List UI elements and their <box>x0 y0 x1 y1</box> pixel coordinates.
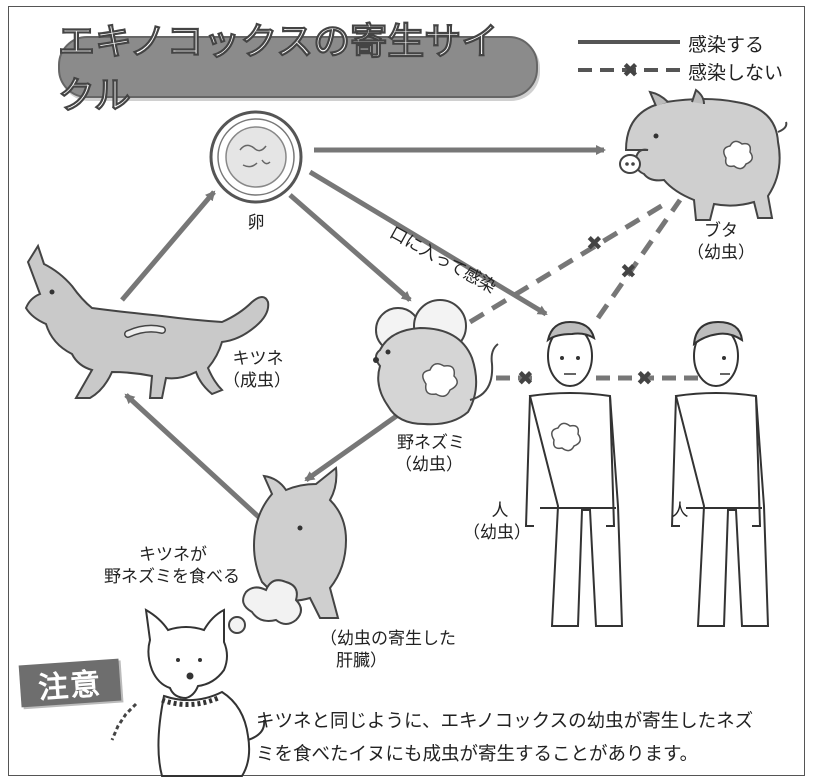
fox-name-label: キツネ <box>232 349 284 369</box>
legend-infect-label: 感染する <box>688 34 765 56</box>
liver-label-line2: 肝臓） <box>336 651 387 671</box>
arrow-foxeating-to-fox <box>124 393 264 522</box>
pig-name-label: ブタ <box>704 221 738 241</box>
note-text: キツネと同じように、エキノコックスの幼虫が寄生したネズ ミを食べたイヌにも成虫が… <box>256 711 754 765</box>
human1-name-label: 人 <box>491 501 509 521</box>
mouse-stage-label: （幼虫） <box>395 455 463 475</box>
svg-text:✖: ✖ <box>517 366 534 390</box>
fox-stage-label: （成虫） <box>223 371 291 391</box>
note-badge: 注意 <box>18 658 122 708</box>
liver-label-line1: （幼虫の寄生した <box>320 629 456 649</box>
egg-icon <box>209 110 303 204</box>
svg-text:✖: ✖ <box>620 259 637 283</box>
dash-human-to-human: ✖ <box>596 366 700 390</box>
mouse-name-label: 野ネズミ <box>397 433 465 453</box>
pig-stage-label: （幼虫） <box>687 243 755 263</box>
svg-text:✖: ✖ <box>636 366 653 390</box>
dog-icon <box>110 608 266 777</box>
legend-no-infect-line: ✖ <box>578 58 680 82</box>
pig-icon <box>619 88 788 221</box>
arrow-fox-to-egg <box>120 190 216 302</box>
egg-label: 卵 <box>247 213 265 233</box>
svg-text:✖: ✖ <box>622 58 639 82</box>
dash-mouse-to-pig: ✖ <box>468 199 670 325</box>
arrow-mouse-to-foxeating <box>304 407 407 483</box>
title-banner <box>58 36 538 98</box>
fox-icon <box>24 243 270 399</box>
fox-eats-label-line1: キツネが <box>139 545 207 565</box>
human-infected-icon <box>524 320 624 627</box>
human1-stage-label: （幼虫） <box>463 523 531 543</box>
human-healthy-icon <box>670 320 770 627</box>
human2-name-label: 人 <box>671 501 689 521</box>
dash-human-to-pig: ✖ <box>595 198 683 320</box>
dash-mouse-to-human: ✖ <box>496 366 538 390</box>
fox-eats-label-line2: 野ネズミを食べる <box>104 567 240 587</box>
diagram-title: エキノコックスの寄生サイクル <box>58 20 499 118</box>
arrow-egg-to-human <box>308 169 548 317</box>
fox-eating-icon <box>228 466 348 634</box>
mouse-icon <box>373 299 499 426</box>
svg-text:✖: ✖ <box>586 231 603 255</box>
legend-no-infect-label: 感染しない <box>688 62 784 84</box>
arrow-egg-to-mouse <box>288 193 412 302</box>
